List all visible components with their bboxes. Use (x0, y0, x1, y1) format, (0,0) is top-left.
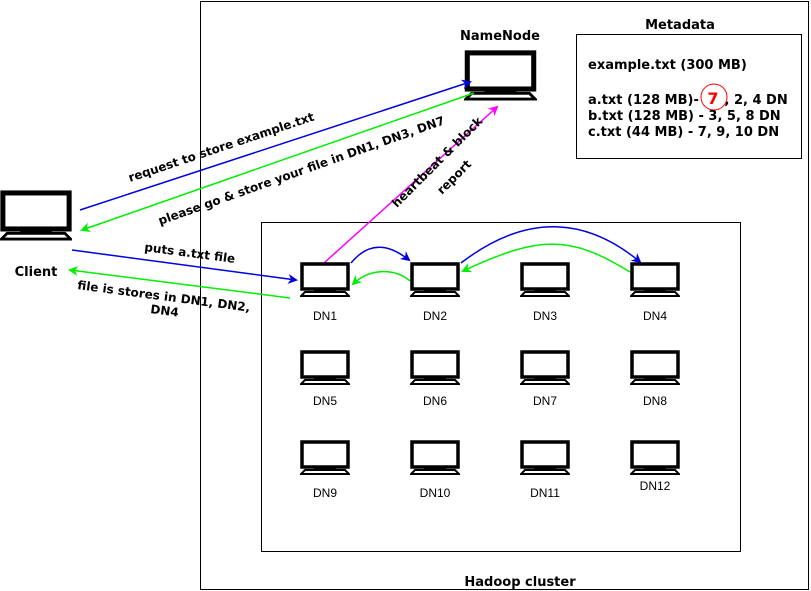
datanode-label: DN2 (423, 309, 447, 323)
datanode-dn11: DN11 (520, 440, 570, 500)
puts-arrow (71, 249, 298, 284)
datanode-label: DN11 (530, 486, 560, 500)
datanode-computer-icon (410, 440, 460, 476)
datanode-dn1: DN1 (300, 262, 350, 323)
datanode-dn2: DN2 (410, 262, 460, 323)
metadata-box (576, 34, 802, 159)
datanode-computer-icon (630, 262, 680, 298)
datanode-label: DN3 (533, 309, 557, 323)
datanode-computer-icon (520, 350, 570, 386)
heartbeat-arrow (323, 105, 499, 264)
datanode-dn10: DN10 (410, 440, 460, 500)
stored-arrow (68, 266, 291, 299)
datanode-label: DN1 (313, 309, 337, 323)
datanode-dn7: DN7 (520, 350, 570, 408)
datanode-dn9: DN9 (300, 440, 350, 500)
datanode-computer-icon (410, 350, 460, 386)
client-computer-icon (1, 193, 70, 239)
hadoop-cluster-label: Hadoop cluster (464, 575, 576, 590)
client-label: Client (15, 265, 58, 280)
stored-label-line2: DN4 (150, 302, 180, 320)
datanode-label: DN8 (643, 394, 667, 408)
datanode-computer-icon (520, 262, 570, 298)
dn4-to-dn2-arrow (461, 243, 631, 273)
reply-arrow (80, 92, 475, 233)
metadata-row-c: c.txt (44 MB) - 7, 9, 10 DN (588, 125, 779, 140)
dn2-to-dn1-arrow (351, 270, 411, 286)
hadoop-cluster-frame (200, 1, 809, 590)
metadata-row-a-suffix: , 2, 4 DN (725, 93, 788, 108)
datanode-label: DN7 (533, 394, 557, 408)
metadata-row-a-highlight: 7 (707, 89, 718, 108)
datanode-computer-icon (520, 440, 570, 476)
datanode-computer-icon (630, 350, 680, 386)
metadata-row-a-prefix: a.txt (128 MB)- (588, 93, 703, 108)
metadata-title: Metadata (645, 18, 715, 33)
datanode-label: DN12 (640, 479, 671, 493)
namenode-label: NameNode (460, 29, 540, 44)
datanode-dn8: DN8 (630, 350, 680, 408)
datanode-label: DN4 (643, 309, 667, 323)
datanode-label: DN5 (313, 394, 337, 408)
datanode-computer-icon (300, 440, 350, 476)
datanode-computer-icon (630, 440, 680, 476)
metadata-file: example.txt (300 MB) (588, 58, 747, 73)
datanode-dn5: DN5 (300, 350, 350, 408)
datanode-dn6: DN6 (410, 350, 460, 408)
datanode-dn3: DN3 (520, 262, 570, 323)
datanode-dn12: DN12 (630, 440, 680, 493)
datanode-computer-icon (300, 262, 350, 298)
metadata-row-a: a.txt (128 MB)- 7 , 2, 4 DN (588, 89, 788, 108)
datanode-label: DN10 (420, 486, 451, 500)
datanode-label: DN6 (423, 394, 447, 408)
datanode-computer-icon (300, 350, 350, 386)
datanode-cluster-box (261, 222, 741, 552)
dn2-to-dn4-arrow (460, 226, 642, 264)
highlight-circle (700, 83, 728, 111)
datanode-label: DN9 (313, 486, 337, 500)
datanode-dn4: DN4 (630, 262, 680, 323)
datanode-computer-icon (410, 262, 460, 298)
metadata-row-b: b.txt (128 MB) - 3, 5, 8 DN (588, 109, 781, 124)
namenode-computer-icon (466, 53, 535, 99)
request-arrow (79, 79, 472, 211)
dn1-to-dn2-arrow (350, 246, 411, 264)
